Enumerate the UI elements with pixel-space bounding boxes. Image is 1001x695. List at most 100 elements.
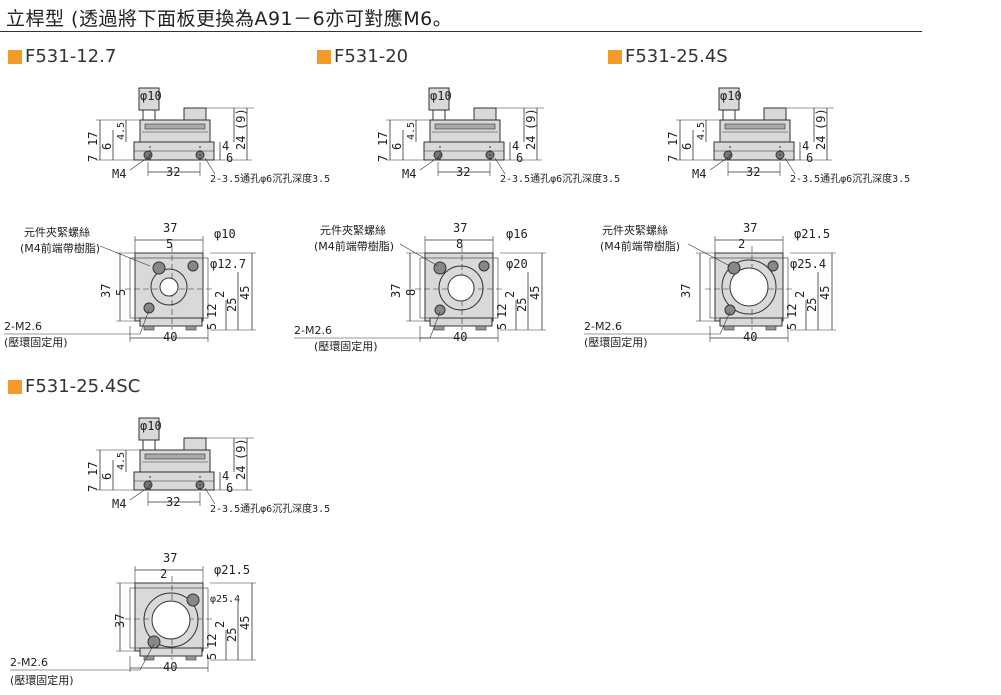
dim-inner: 5 [166, 237, 173, 251]
side-view-f531-25-4sc: φ10 7 17 6 4.5 (9) 24 4 6 M4 32 2-3.5通孔φ… [86, 417, 330, 515]
dim-32: 32 [456, 165, 470, 179]
dim-m4: M4 [112, 497, 126, 511]
dim-2: 2 [793, 291, 807, 298]
dim-24: 24 [814, 136, 828, 150]
hole-note: 2-3.5通孔φ6沉孔深度3.5 [500, 172, 620, 185]
clamp-note-sub: (M4前端帶樹脂) [600, 239, 680, 253]
dim-side-inner: 8 [404, 289, 418, 296]
hole-note: 2-3.5通孔φ6沉孔深度3.5 [790, 172, 910, 185]
dim-24: 24 [234, 136, 248, 150]
dim-17: 17 [86, 132, 100, 146]
mount-note: 2-M2.6 [294, 324, 332, 337]
mount-note: 2-M2.6 [10, 656, 48, 669]
dim-37-top: 37 [453, 221, 467, 235]
dim-32: 32 [166, 495, 180, 509]
clamp-note: 元件夾緊螺絲 [602, 223, 668, 237]
orange-square-icon [8, 379, 22, 394]
dim-6: 6 [390, 143, 404, 150]
dim-4: 4 [512, 139, 519, 153]
model-name: F531-20 [334, 46, 409, 67]
dim-24: 24 [234, 466, 248, 480]
dim-4-5: 4.5 [116, 452, 127, 470]
dim-9: (9) [234, 438, 248, 460]
dim-32: 32 [166, 165, 180, 179]
dim-45: 45 [818, 286, 832, 300]
dim-17: 17 [376, 132, 390, 146]
dim-m4: M4 [112, 167, 126, 181]
front-view-f531-12-7: 元件夾緊螺絲 (M4前端帶樹脂) 37 5 φ10 φ12.7 37 5 45 … [4, 221, 257, 349]
dim-inner: 2 [738, 237, 745, 251]
dim-12: 12 [495, 304, 509, 318]
dim-4: 4 [802, 139, 809, 153]
dim-6b: 6 [226, 481, 233, 495]
dim-5: 5 [205, 323, 219, 330]
dim-25: 25 [225, 298, 239, 312]
mount-note-sub: (壓環固定用) [314, 339, 378, 353]
model-name: F531-25.4S [625, 46, 728, 67]
dim-45: 45 [238, 286, 252, 300]
dim-25: 25 [515, 298, 529, 312]
dim-9: (9) [234, 108, 248, 130]
dim-37-side: 37 [679, 284, 693, 298]
dim-m4: M4 [692, 167, 706, 181]
dim-37-side: 37 [99, 284, 113, 298]
orange-square-icon [8, 49, 22, 64]
dim-rod-dia: φ10 [140, 419, 162, 433]
dim-40: 40 [163, 330, 177, 344]
model-name: F531-12.7 [25, 46, 117, 67]
dim-9: (9) [814, 108, 828, 130]
dim-45: 45 [238, 616, 252, 630]
dim-outer-dia: φ21.5 [794, 227, 830, 241]
dim-4-5: 4.5 [696, 122, 707, 140]
dim-6: 6 [100, 473, 114, 480]
dim-45: 45 [528, 286, 542, 300]
dim-7: 7 [376, 155, 390, 162]
clamp-note-sub: (M4前端帶樹脂) [20, 241, 100, 255]
dim-6b: 6 [226, 151, 233, 165]
dim-40: 40 [743, 330, 757, 344]
page-title: 立桿型 (透過將下面板更換為A91－6亦可對應M6。 [6, 8, 453, 30]
dim-inner-dia: φ20 [506, 257, 528, 271]
dim-32: 32 [746, 165, 760, 179]
dim-2: 2 [503, 291, 517, 298]
model-heading-f531-25-4sc: F531-25.4SC [8, 376, 140, 397]
dim-inner-dia: φ25.4 [790, 257, 826, 271]
mount-note-sub: (壓環固定用) [10, 673, 74, 687]
dim-12: 12 [205, 634, 219, 648]
clamp-note: 元件夾緊螺絲 [320, 223, 386, 237]
front-view-f531-20: 元件夾緊螺絲 (M4前端帶樹脂) 37 8 φ16 φ20 37 8 45 25… [294, 221, 547, 353]
dim-inner-dia: φ25.4 [210, 594, 240, 605]
mount-note-sub: (壓環固定用) [584, 335, 648, 349]
dim-7: 7 [86, 485, 100, 492]
dim-25: 25 [805, 298, 819, 312]
orange-square-icon [317, 49, 331, 64]
model-heading-f531-25-4s: F531-25.4S [608, 46, 728, 67]
dim-9: (9) [524, 108, 538, 130]
dim-12: 12 [205, 304, 219, 318]
dim-6: 6 [100, 143, 114, 150]
dim-7: 7 [86, 155, 100, 162]
dim-17: 17 [666, 132, 680, 146]
dim-37-top: 37 [743, 221, 757, 235]
orange-square-icon [608, 49, 622, 64]
model-heading-f531-20: F531-20 [317, 46, 408, 67]
dim-rod-dia: φ10 [140, 89, 162, 103]
side-view-f531-20: φ10 7 17 6 4.5 (9) 24 4 6 M4 32 2-3.5通孔φ… [376, 87, 620, 185]
title-divider [0, 31, 922, 32]
side-view-f531-12-7: φ10 7 17 6 4.5 (9) 24 4 6 M4 32 2-3.5通孔φ… [86, 87, 330, 185]
clamp-note: 元件夾緊螺絲 [24, 225, 90, 239]
dim-4: 4 [222, 469, 229, 483]
mount-note-sub: (壓環固定用) [4, 335, 68, 349]
dim-side-inner: 5 [114, 289, 128, 296]
dim-37-side: 37 [389, 284, 403, 298]
dim-5: 5 [495, 323, 509, 330]
dim-37-side: 37 [113, 614, 127, 628]
dim-12: 12 [785, 304, 799, 318]
clamp-note-sub: (M4前端帶樹脂) [314, 239, 394, 253]
front-view-f531-25-4s: 元件夾緊螺絲 (M4前端帶樹脂) 37 2 φ21.5 φ25.4 37 45 … [584, 221, 837, 349]
side-view-f531-25-4s: φ10 7 17 6 4.5 (9) 24 4 6 M4 32 2-3.5通孔φ… [666, 87, 910, 185]
dim-inner-dia: φ12.7 [210, 257, 246, 271]
front-view-f531-25-4sc: 37 2 φ21.5 φ25.4 37 45 25 2 12 5 40 2-M2… [10, 551, 257, 687]
hole-note: 2-3.5通孔φ6沉孔深度3.5 [210, 172, 330, 185]
